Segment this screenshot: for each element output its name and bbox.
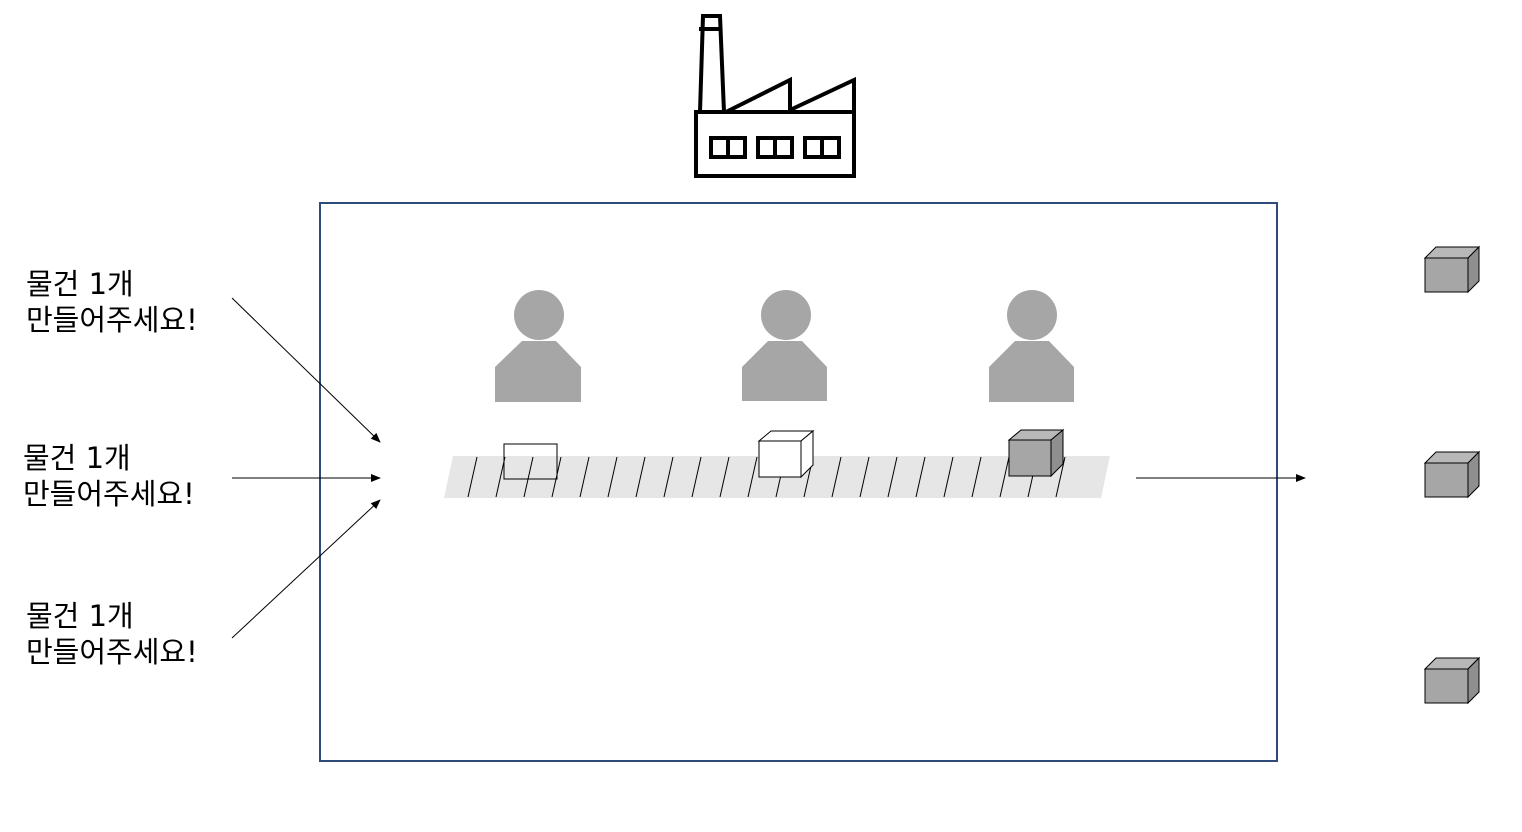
factory-frame [319, 202, 1278, 762]
belt-stripe [467, 456, 478, 498]
belt-stripe [915, 456, 926, 498]
request-label-2-line2: 만들어주세요! [23, 477, 195, 511]
request-label-2: 물건 1개 만들어주세요! [23, 440, 195, 512]
output-box-1 [1423, 245, 1481, 294]
belt-stripe [607, 456, 618, 498]
belt-item-empty-box [503, 443, 558, 480]
belt-item-gray-cube [1007, 428, 1065, 478]
belt-stripe [999, 456, 1010, 498]
belt-item-white-cube [757, 429, 815, 479]
request-label-3-line1: 물건 1개 [26, 599, 134, 633]
belt-stripe [663, 456, 674, 498]
factory-icon [694, 14, 856, 178]
request-label-1-line1: 물건 1개 [26, 267, 134, 301]
request-label-2-line1: 물건 1개 [23, 441, 131, 475]
belt-stripe [887, 456, 898, 498]
belt-stripe [719, 456, 730, 498]
belt-stripe [859, 456, 870, 498]
belt-stripe [635, 456, 646, 498]
belt-stripe [971, 456, 982, 498]
belt-stripe [831, 456, 842, 498]
output-box-3 [1423, 656, 1481, 705]
worker-2 [742, 290, 827, 401]
belt-stripe [523, 456, 534, 498]
output-box-2 [1423, 450, 1481, 499]
request-label-3-line2: 만들어주세요! [26, 635, 198, 669]
request-label-1: 물건 1개 만들어주세요! [26, 266, 198, 338]
worker-3 [989, 290, 1074, 402]
belt-stripe [579, 456, 590, 498]
belt-stripe [691, 456, 702, 498]
belt-stripe [943, 456, 954, 498]
request-label-3: 물건 1개 만들어주세요! [26, 598, 198, 670]
request-arrow-3 [231, 499, 381, 639]
request-arrow-1 [231, 297, 381, 443]
worker-1 [495, 290, 581, 402]
belt-stripe [747, 456, 758, 498]
request-label-1-line2: 만들어주세요! [26, 303, 198, 337]
